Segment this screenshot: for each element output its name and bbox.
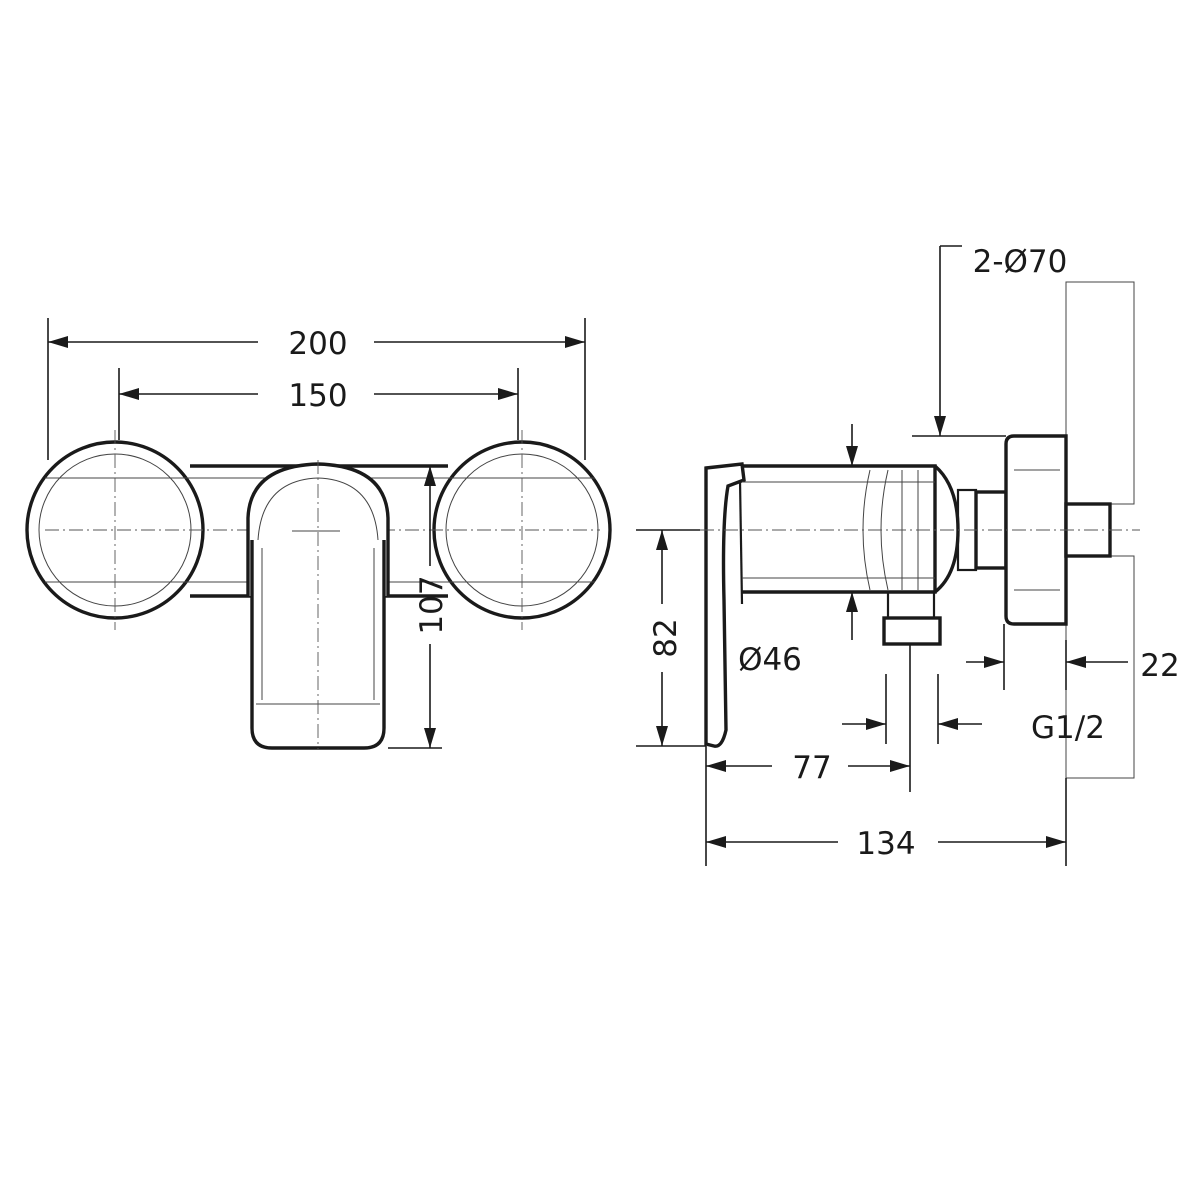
dimension-g12: G1/2: [842, 674, 1105, 746]
dim-label-200: 200: [288, 326, 347, 362]
dimension-150: 150: [118, 368, 519, 440]
lever-side: [704, 462, 746, 748]
dimension-77: 77: [705, 644, 911, 866]
dimension-107: 107: [388, 465, 450, 749]
dim-label-dia70: 2-Ø70: [973, 244, 1068, 280]
dimension-22: 22: [966, 624, 1180, 690]
side-view: 82 Ø46 2-Ø70 22: [636, 244, 1180, 866]
dimension-82: 82: [636, 529, 706, 747]
dim-label-g12: G1/2: [1031, 710, 1105, 746]
dimension-dia70: 2-Ø70: [912, 244, 1068, 437]
dim-label-77: 77: [792, 750, 831, 786]
dim-label-dia46: Ø46: [738, 642, 802, 678]
dim-label-150: 150: [288, 378, 347, 414]
dimension-200: 200: [47, 318, 586, 460]
dim-label-134: 134: [856, 826, 915, 862]
front-view: 200 150 107: [25, 318, 612, 750]
dim-label-107: 107: [414, 575, 450, 634]
dim-label-22: 22: [1140, 648, 1179, 684]
dimension-dia46: Ø46: [738, 424, 858, 678]
outlet-stub: [882, 590, 942, 646]
lever-handle: [250, 460, 386, 750]
body-cylinder: [742, 464, 937, 594]
dimension-134: 134: [706, 778, 1067, 866]
connector-nut: [933, 464, 1008, 594]
dim-label-82: 82: [648, 618, 684, 657]
